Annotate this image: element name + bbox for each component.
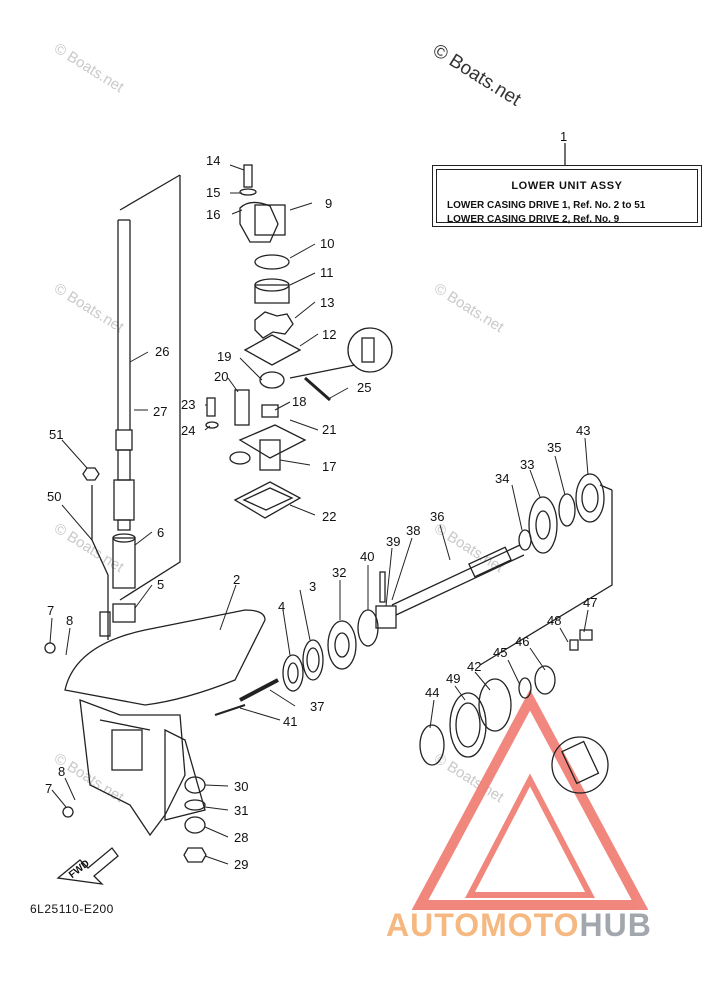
callout-6: 6: [157, 525, 165, 540]
callout-3: 3: [309, 579, 317, 594]
bearing: [112, 603, 136, 623]
bolt-icon: [44, 642, 56, 654]
callout-49: 49: [446, 671, 461, 686]
callout-10: 10: [320, 236, 335, 251]
callout-4: 4: [278, 599, 286, 614]
legend-row-2: LOWER CASING DRIVE 2, Ref. No. 9: [447, 214, 620, 225]
shift-rod: [91, 485, 109, 640]
bearing-housing: [419, 629, 593, 766]
callout-9: 9: [325, 196, 333, 211]
callout-41: 41: [283, 714, 298, 729]
callout-7a: 7: [47, 603, 55, 618]
assembly-legend: LOWER UNIT ASSY LOWER CASING DRIVE 1, Re…: [432, 165, 702, 227]
callout-28: 28: [234, 830, 249, 845]
callout-33: 33: [520, 457, 535, 472]
callout-1: 1: [560, 129, 568, 144]
callout-8b: 8: [58, 764, 66, 779]
callout-8a: 8: [66, 613, 74, 628]
leader-lines: [49, 164, 589, 865]
callout-19: 19: [217, 349, 232, 364]
spring: [239, 678, 279, 702]
callout-35: 35: [547, 440, 562, 455]
brand-wordmark: AUTOMOTOHUB: [386, 907, 652, 944]
group-boundary: [479, 490, 613, 666]
nut: [82, 467, 100, 481]
pinion-parts: [183, 776, 207, 863]
callout-12: 12: [322, 327, 337, 342]
brand-part-2: HUB: [579, 907, 652, 943]
callout-18: 18: [292, 394, 307, 409]
detail-circle: [551, 736, 609, 794]
callout-27: 27: [153, 404, 168, 419]
callout-29: 29: [234, 857, 249, 872]
callout-26: 26: [155, 344, 170, 359]
callout-42: 42: [467, 659, 482, 674]
callout-40: 40: [360, 549, 375, 564]
brand-logo-icon: [411, 689, 649, 910]
callout-34: 34: [495, 471, 510, 486]
callout-20: 20: [214, 369, 229, 384]
drive-shaft-sleeve: [112, 537, 136, 589]
detail-circle: [347, 327, 393, 373]
callout-25: 25: [357, 380, 372, 395]
callout-5: 5: [157, 577, 165, 592]
water-tube: [214, 704, 246, 716]
callout-37: 37: [310, 699, 325, 714]
callout-16: 16: [206, 207, 221, 222]
callout-45: 45: [493, 645, 508, 660]
callout-46: 46: [515, 634, 530, 649]
reverse-gear-stack: [518, 473, 605, 554]
callout-44: 44: [425, 685, 440, 700]
lower-casing: [64, 609, 266, 837]
callout-15: 15: [206, 185, 221, 200]
callout-38: 38: [406, 523, 421, 538]
drive-shaft: [113, 219, 135, 531]
callout-11: 11: [320, 265, 334, 280]
callout-51: 51: [49, 427, 64, 442]
callout-30: 30: [234, 779, 249, 794]
callout-31: 31: [234, 803, 249, 818]
brand-part-1: AUTOMOTO: [386, 907, 580, 943]
callout-48: 48: [547, 613, 562, 628]
key: [304, 376, 331, 402]
callout-32: 32: [332, 565, 347, 580]
callout-17: 17: [322, 459, 337, 474]
bolt-icon: [62, 806, 74, 818]
callout-22: 22: [322, 509, 337, 524]
callout-43: 43: [576, 423, 591, 438]
fwd-arrow-icon: [56, 847, 119, 885]
group-boundary: [119, 175, 181, 601]
callout-24: 24: [181, 423, 196, 438]
callout-50: 50: [47, 489, 62, 504]
callout-13: 13: [320, 295, 335, 310]
legend-row-1: LOWER CASING DRIVE 1, Ref. No. 2 to 51: [447, 200, 646, 211]
callout-2: 2: [233, 572, 241, 587]
callout-23: 23: [181, 397, 196, 412]
callout-39: 39: [386, 534, 401, 549]
callout-47: 47: [583, 595, 598, 610]
callout-7b: 7: [45, 781, 53, 796]
callout-21: 21: [322, 422, 337, 437]
callout-36: 36: [430, 509, 445, 524]
propeller-shaft: [391, 544, 525, 616]
callout-14: 14: [206, 153, 221, 168]
legend-title: LOWER UNIT ASSY: [511, 180, 623, 192]
diagram-code: 6L25110-E200: [30, 902, 114, 916]
water-pump: [205, 164, 307, 519]
